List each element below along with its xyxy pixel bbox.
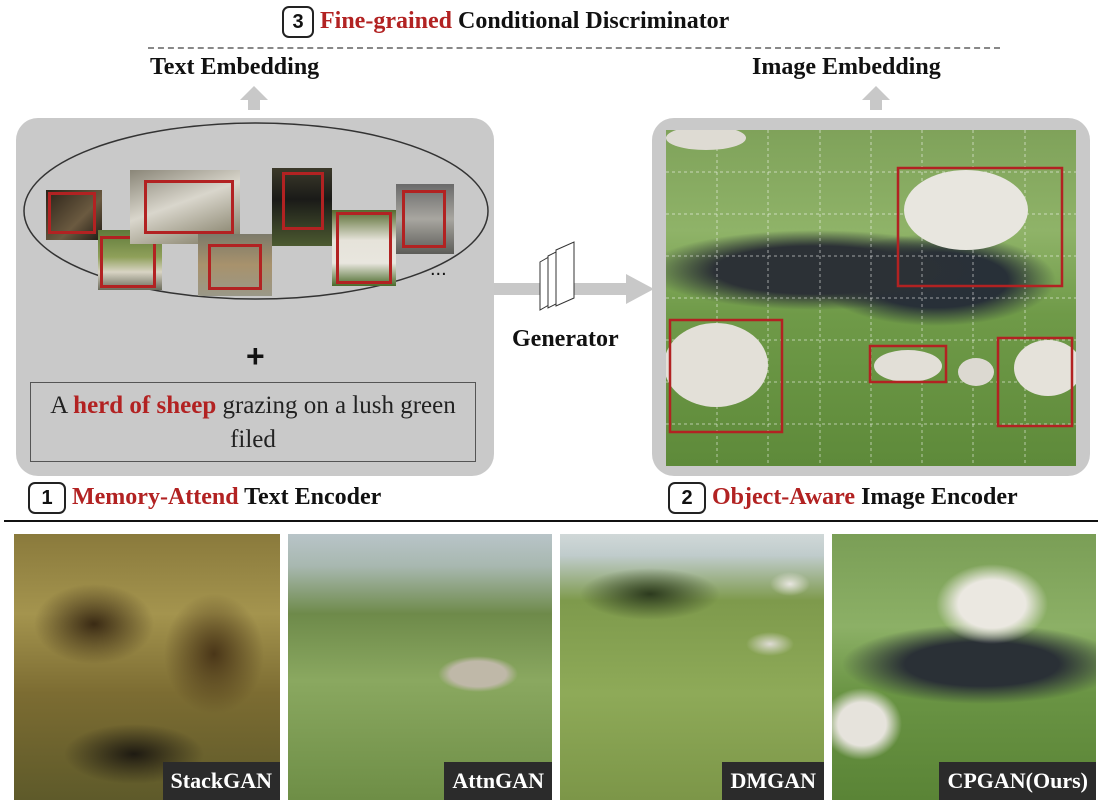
memory-ellipsis: ... <box>430 258 447 280</box>
text-encoder-panel: ... + A herd of sheep grazing on a lush … <box>16 118 494 476</box>
memory-image-7 <box>396 184 454 254</box>
image-encoder-title-rest: Image Encoder <box>855 484 1018 510</box>
image-encoder-title-red: Object-Aware <box>712 484 856 510</box>
grid-overlay <box>666 130 1076 466</box>
discriminator-title-red: Fine-grained <box>320 8 452 34</box>
image-embedding-label: Image Embedding <box>752 54 941 80</box>
memory-image-3 <box>130 170 240 244</box>
memory-image-5 <box>272 168 332 246</box>
attngan-label: AttnGAN <box>444 762 552 800</box>
memory-image-6 <box>332 210 396 286</box>
text-embedding-label: Text Embedding <box>150 54 320 80</box>
caption-highlight: herd of sheep <box>73 392 217 419</box>
step-2-badge: 2 <box>668 482 706 514</box>
memory-image-4 <box>198 234 272 296</box>
text-encoder-title-rest: Text Encoder <box>238 484 382 510</box>
text-caption-box: A herd of sheep grazing on a lush green … <box>30 382 476 462</box>
dmgan-image: DMGAN <box>560 534 824 800</box>
section-divider <box>4 520 1098 522</box>
image-up-arrow <box>862 86 890 110</box>
discriminator-title: 3 Fine-grained Conditional Discriminator <box>282 6 729 38</box>
stackgan-label: StackGAN <box>162 762 280 800</box>
discriminator-dashed-line <box>148 47 1000 49</box>
image-encoder-title: 2 Object-Aware Image Encoder <box>668 482 1018 514</box>
stackgan-image: StackGAN <box>14 534 280 800</box>
image-encoder-panel <box>652 118 1090 476</box>
dmgan-label: DMGAN <box>722 762 824 800</box>
text-encoder-title-red: Memory-Attend <box>72 484 239 510</box>
cpgan-label: CPGAN(Ours) <box>939 762 1096 800</box>
text-encoder-title: 1 Memory-Attend Text Encoder <box>28 482 381 514</box>
memory-ellipse <box>23 122 489 300</box>
generated-image <box>666 130 1076 466</box>
attngan-image: AttnGAN <box>288 534 552 800</box>
cpgan-image: CPGAN(Ours) <box>832 534 1096 800</box>
plus-sign: + <box>246 338 265 374</box>
generator-icon <box>538 238 590 320</box>
generator-label: Generator <box>512 326 619 352</box>
discriminator-title-rest: Conditional Discriminator <box>452 8 730 34</box>
step-1-badge: 1 <box>28 482 66 514</box>
caption-rest: grazing on a lush green filed <box>216 392 462 453</box>
memory-image-1 <box>46 190 102 240</box>
step-3-badge: 3 <box>282 6 314 38</box>
caption-prefix: A <box>50 392 74 419</box>
text-up-arrow <box>240 86 268 110</box>
